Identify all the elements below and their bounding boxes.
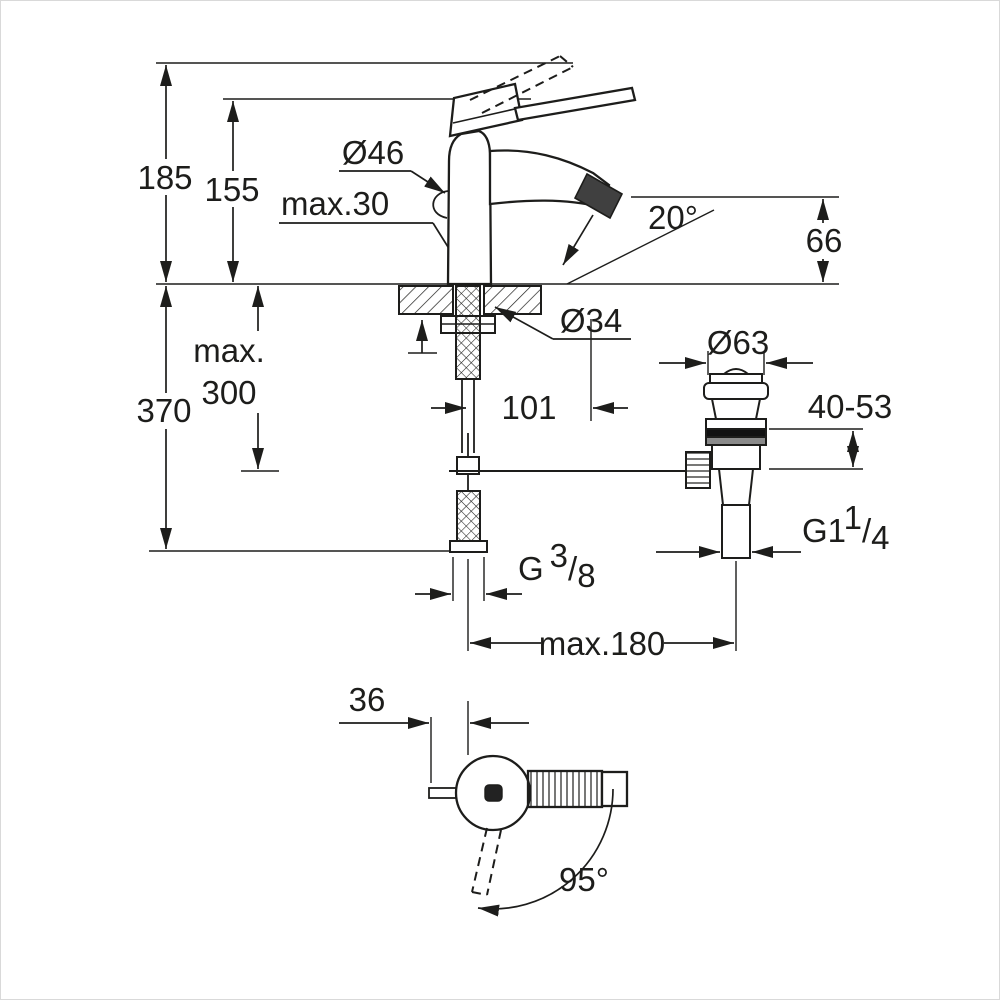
label-backings [127,159,851,429]
dim-66-label: 66 [806,222,843,259]
mounting-assembly [398,285,687,553]
drain-assembly [685,368,769,559]
dim-angle95-label: 95° [559,861,609,898]
bg-370 [127,393,203,429]
popup-plug-dome [723,368,749,375]
g114-slash: / [862,512,872,549]
rubber-washer-dark [705,428,767,438]
dim-max180-label: max.180 [539,625,666,662]
countertop-left [398,285,454,315]
knurled-knob [685,451,711,489]
g38-numerator: 3 [550,537,568,574]
lever-raised-dashed [469,55,574,114]
drain-lower-body [717,468,755,506]
drain-flange [703,382,769,400]
g114-numerator: 1 [844,499,862,536]
dim-max300-label-line1: max. [193,332,265,369]
dim-36-label: 36 [349,681,386,718]
side-lever-grip [526,769,604,809]
dim-max30-label: max.30 [281,185,389,222]
dim-155-label: 155 [204,171,259,208]
handle-base-joint-line [452,107,520,124]
angle20-reference-line [566,209,715,285]
drain-tailpipe [721,504,751,559]
rod-clamp [456,456,480,475]
dim-101-label: 101 [501,389,556,426]
dim-dia46-label: Ø46 [342,134,404,171]
countertop-right [483,285,542,315]
bg-max300 [191,331,271,413]
faucet-front-view [432,55,637,286]
side-cartridge-slot [484,784,503,802]
lever-handle [513,86,637,122]
dimension-labels: 185 155 max.30 Ø46 20° 66 Ø34 max. 300 3… [136,134,892,898]
dim-g114-label: G11/4 [802,499,889,556]
faucet-body [446,129,493,286]
side-lever-tip [600,770,629,808]
threaded-shank [455,285,481,380]
drain-neck [710,398,762,420]
rubber-washer-gray [705,436,767,446]
dim-dia63-label: Ø63 [707,324,769,361]
side-pin [428,787,458,799]
faucet-side-view [428,754,629,917]
dia46-leader [410,170,446,194]
g38-denominator: 8 [577,557,595,594]
g114-base: G1 [802,512,845,549]
dim-370-label: 370 [136,392,191,429]
g38-nut [449,540,488,553]
extension-lines [149,62,863,783]
bg-185 [128,159,204,195]
bg-66 [799,223,851,259]
dim-dia34-label: Ø34 [560,302,622,339]
dim-185-label: 185 [137,159,192,196]
dim-angle20-label: 20° [648,199,698,236]
drain-body [711,444,761,470]
bg-155 [197,171,269,207]
water-flow-arrow [562,214,594,266]
g114-denominator: 4 [871,519,889,556]
side-lever-down-dashed [471,827,502,896]
dim-max300-label-line2: 300 [201,374,256,411]
drain-collar [705,418,767,430]
g38-base: G [518,550,544,587]
dim-4053-label: 40-53 [808,388,892,425]
retaining-clip [432,190,449,219]
spout-aerator [573,172,624,220]
g38-slash: / [568,550,578,587]
drain-top-plate [709,373,763,384]
g38-threaded-connector [456,490,481,542]
angle95-arc [477,788,614,917]
